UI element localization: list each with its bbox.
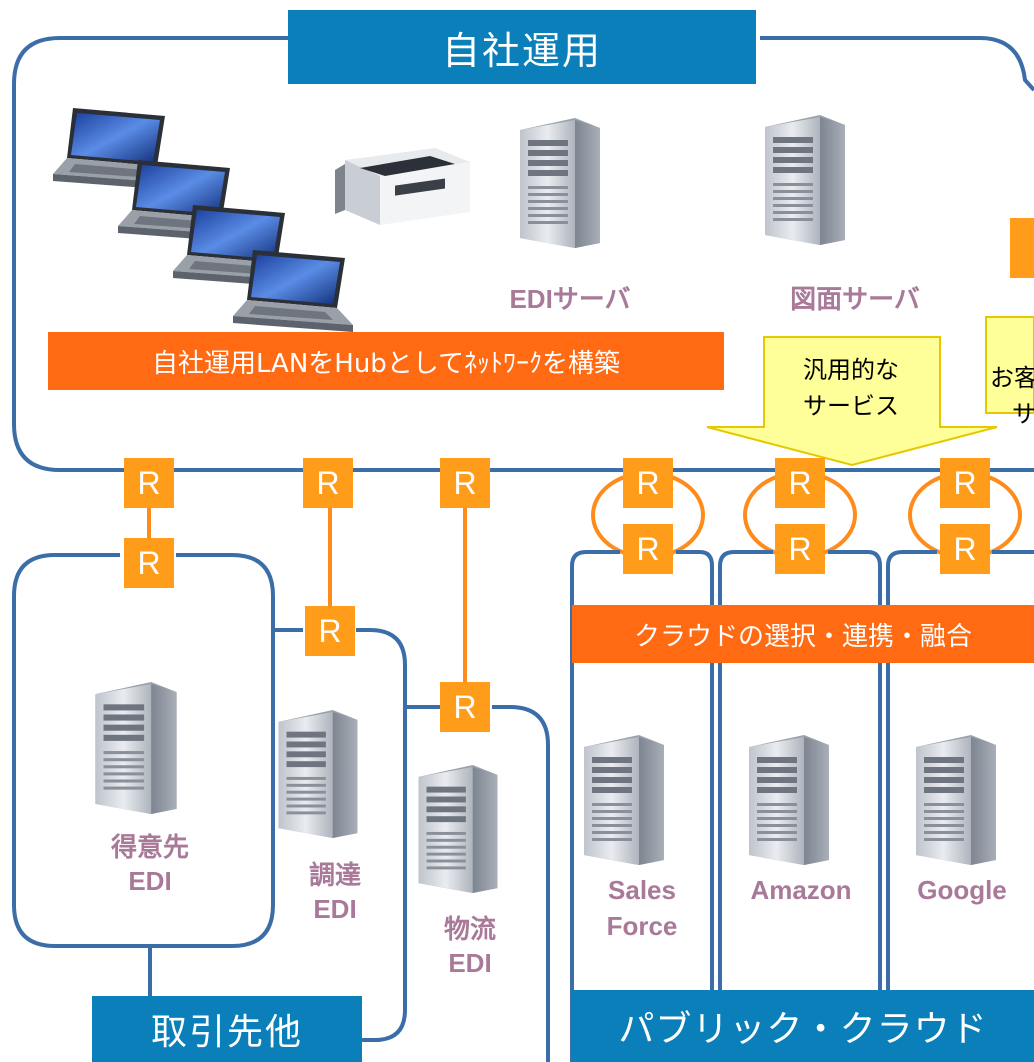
cloud-banner: クラウドの選択・連携・融合	[572, 605, 1034, 663]
partners-title: 取引先他	[92, 996, 362, 1062]
salesforce-label-line2: Force	[606, 911, 678, 941]
customer-edi-label-line2: EDI	[128, 866, 172, 896]
procurement-edi-label-line2: EDI	[313, 894, 357, 924]
public-cloud-title: パブリック・クラウド	[572, 990, 1034, 1062]
router-icon: R	[124, 458, 174, 508]
lan-banner: 自社運用LANをHubとしてﾈｯﾄﾜｰｸを構築	[48, 332, 724, 390]
logistics-edi-server-icon	[418, 765, 498, 893]
procurement-edi-label-line1: 調達	[308, 860, 361, 890]
customer-edi-label-line1: 得意先	[110, 832, 189, 862]
custom-service-callout	[985, 316, 1034, 414]
custom-service-line2: サ	[1012, 400, 1034, 428]
router-icon: R	[623, 524, 673, 574]
logistics-edi-label-line2: EDI	[448, 948, 492, 978]
generic-service-line2: サービス	[803, 392, 899, 420]
laptop-icon	[225, 250, 355, 345]
customer-edi-server-icon	[95, 682, 177, 814]
procurement-edi-server-icon	[278, 710, 358, 838]
router-icon: R	[124, 538, 174, 588]
generic-service-line1: 汎用的な	[803, 356, 899, 384]
router-icon: R	[940, 458, 990, 508]
salesforce-server-icon	[583, 735, 665, 865]
drawing-server-label: 図面サーバ	[790, 284, 920, 314]
router-icon: R	[440, 682, 490, 732]
logistics-edi-frame	[405, 705, 550, 1062]
top-section-title: 自社運用	[288, 10, 756, 84]
top-section-frame	[12, 36, 1034, 472]
amazon-label: Amazon	[750, 875, 852, 905]
custom-service-line1: お客	[990, 364, 1034, 392]
procurement-edi-frame	[273, 628, 407, 1042]
google-label: Google	[917, 875, 1007, 905]
router-icon: R	[623, 458, 673, 508]
google-frame	[886, 550, 1034, 1062]
salesforce-frame	[570, 550, 714, 1062]
customer-edi-frame	[12, 553, 275, 948]
amazon-frame	[718, 550, 882, 1062]
partial-orange-block	[1010, 218, 1034, 278]
router-icon: R	[940, 524, 990, 574]
logistics-edi-label-line1: 物流	[443, 914, 496, 944]
router-icon: R	[303, 458, 353, 508]
salesforce-label-line1: Sales	[608, 875, 676, 905]
amazon-server-icon	[748, 735, 830, 865]
google-server-icon	[915, 735, 997, 865]
generic-service-callout	[706, 336, 998, 467]
router-icon: R	[775, 524, 825, 574]
router-icon: R	[775, 458, 825, 508]
drawing-server-icon	[765, 115, 845, 245]
edi-server-icon	[520, 118, 600, 248]
printer-icon	[335, 130, 475, 230]
edi-server-label: EDIサーバ	[509, 284, 631, 314]
router-icon: R	[440, 458, 490, 508]
router-icon: R	[305, 606, 355, 656]
